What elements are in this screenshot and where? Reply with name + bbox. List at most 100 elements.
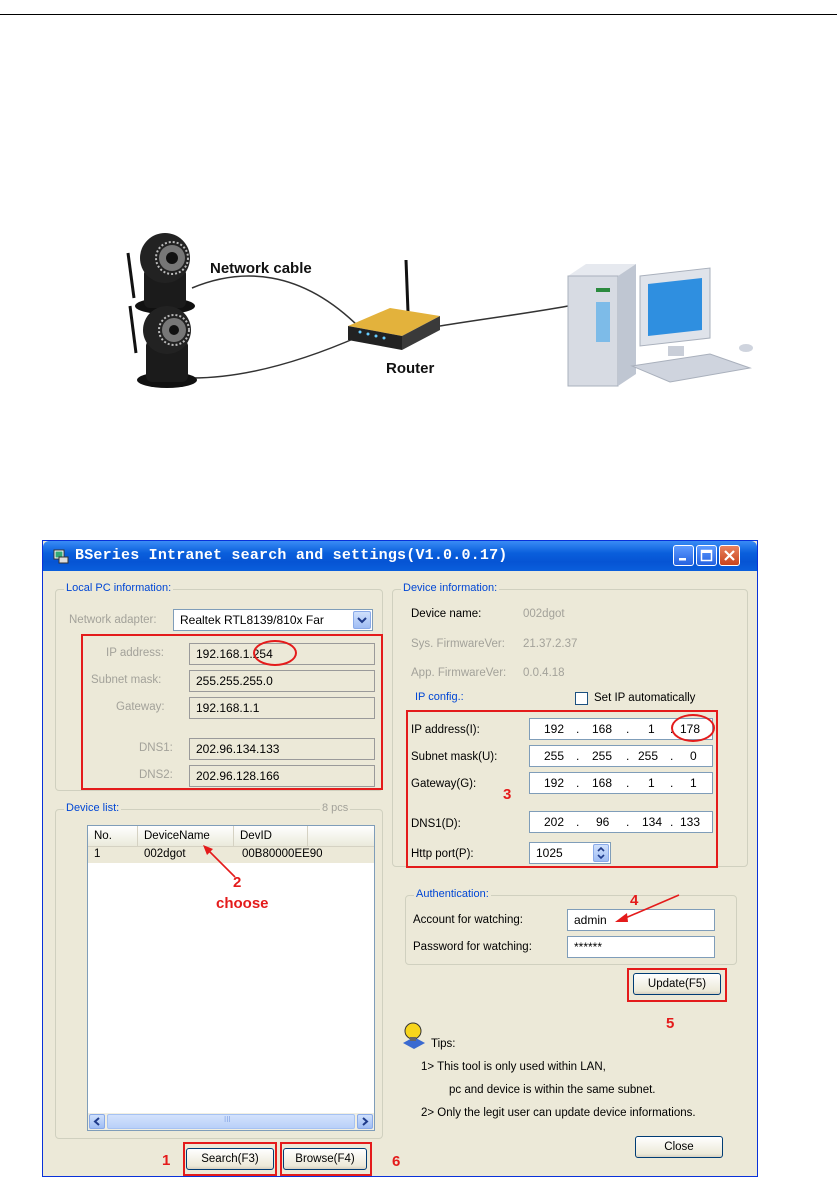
device-list-legend: Device list: [64, 802, 122, 814]
router-icon [348, 259, 440, 350]
http-port-value: 1025 [536, 846, 563, 860]
password-label: Password for watching: [413, 941, 532, 953]
sys-firmware-label: Sys. FirmwareVer: [411, 638, 505, 650]
annotation-1: 1 [162, 1152, 171, 1169]
gateway-input[interactable]: 192. 168. 1. 1 [529, 772, 713, 794]
close-icon [724, 550, 735, 561]
close-window-button[interactable] [719, 545, 740, 566]
network-adapter-value: Realtek RTL8139/810x Far [180, 613, 324, 627]
auth-group: Authentication: [405, 888, 737, 965]
network-adapter-label: Network adapter: [69, 614, 157, 626]
gateway-octet-1: 192 [544, 776, 565, 790]
app-firmware-value: 0.0.4.18 [523, 667, 565, 679]
ip-config-legend: IP config.: [413, 691, 466, 703]
row-device-name: 002dgot [144, 848, 186, 860]
maximize-button[interactable] [696, 545, 717, 566]
column-dev-id[interactable]: DevID [234, 826, 308, 846]
account-arrow [615, 894, 680, 922]
network-diagram-drawing [126, 233, 753, 388]
subnet-mask-label: Subnet mask(U): [411, 751, 498, 763]
column-no[interactable]: No. [88, 826, 138, 846]
device-list-group: Device list: 8 pcs [55, 802, 383, 1139]
http-port-label: Http port(P): [411, 848, 474, 860]
local-pc-legend: Local PC information: [64, 582, 174, 594]
app-icon [53, 549, 69, 564]
desktop-computer-icon [567, 264, 753, 387]
annotation-6: 6 [392, 1153, 401, 1170]
pc-dns1-field: 202.96.134.133 [189, 738, 375, 760]
network-adapter-select[interactable]: Realtek RTL8139/810x Far [173, 609, 373, 631]
port-spinner[interactable] [593, 844, 609, 862]
pc-ip-field: 192.168.1.254 [189, 643, 375, 665]
update-button[interactable]: Update(F5) [633, 973, 721, 995]
chevron-down-icon[interactable] [353, 611, 371, 629]
subnet-mask-input[interactable]: 255. 255. 255. 0 [529, 745, 713, 767]
browse-button[interactable]: Browse(F4) [283, 1148, 367, 1170]
ip-address-label: IP address(I): [411, 724, 480, 736]
annotation-choose: choose [216, 895, 269, 912]
close-button[interactable]: Close [635, 1136, 723, 1158]
gateway-octet-3: 1 [648, 776, 655, 790]
password-input[interactable]: ****** [567, 936, 715, 958]
pc-subnet-field: 255.255.255.0 [189, 670, 375, 692]
device-name-label: Device name: [411, 608, 482, 620]
search-button[interactable]: Search(F3) [186, 1148, 274, 1170]
gateway-label: Gateway(G): [411, 778, 477, 790]
dns1-octet-1: 202 [544, 815, 565, 829]
subnet-octet-1: 255 [544, 749, 565, 763]
device-info-legend: Device information: [401, 582, 500, 594]
dns1-octet-4: 133 [680, 815, 701, 829]
chevron-left-icon [93, 1117, 100, 1126]
window-titlebar[interactable]: BSeries Intranet search and settings(V1.… [43, 541, 757, 571]
set-ip-auto-checkbox[interactable] [575, 692, 588, 705]
window-title: BSeries Intranet search and settings(V1.… [75, 547, 508, 564]
set-ip-auto-label: Set IP automatically [594, 692, 696, 704]
minimize-icon [679, 558, 686, 561]
gateway-octet-4: 1 [690, 776, 697, 790]
scroll-thumb[interactable]: III [107, 1114, 355, 1129]
scroll-left-button[interactable] [89, 1114, 105, 1129]
column-device-name[interactable]: DeviceName [138, 826, 234, 846]
subnet-octet-4: 0 [690, 749, 697, 763]
router-label: Router [386, 360, 435, 377]
gateway-octet-2: 168 [592, 776, 613, 790]
local-pc-group: Local PC information: [55, 582, 383, 791]
row-dev-id: 00B80000EE90 [242, 848, 323, 860]
auth-legend: Authentication: [414, 888, 491, 900]
scroll-right-button[interactable] [357, 1114, 373, 1129]
pc-dns2-field: 202.96.128.166 [189, 765, 375, 787]
ip-octet-4: 178 [680, 722, 701, 736]
annotation-3: 3 [503, 786, 512, 803]
sys-firmware-value: 21.37.2.37 [523, 638, 578, 650]
tips-line-3: 2> Only the legit user can update device… [421, 1107, 696, 1119]
dns1-input[interactable]: 202. 96. 134. 133 [529, 811, 713, 833]
dns1-octet-3: 134 [642, 815, 663, 829]
pc-dns1-label: DNS1: [139, 742, 173, 754]
tips-title: Tips: [431, 1038, 456, 1050]
subnet-octet-3: 255 [638, 749, 659, 763]
table-row[interactable]: 1 002dgot 00B80000EE90 [88, 847, 374, 863]
account-label: Account for watching: [413, 914, 523, 926]
horizontal-scrollbar[interactable]: III [88, 1113, 374, 1130]
maximize-icon [700, 549, 713, 562]
row-no: 1 [94, 848, 101, 860]
device-count: 8 pcs [320, 802, 351, 814]
annotation-2: 2 [233, 874, 242, 891]
dns1-label: DNS1(D): [411, 818, 461, 830]
bseries-window: BSeries Intranet search and settings(V1.… [42, 540, 758, 1177]
minimize-button[interactable] [673, 545, 694, 566]
ip-octet-2: 168 [592, 722, 613, 736]
account-input[interactable]: admin [567, 909, 715, 931]
tips-line-1: 1> This tool is only used within LAN, [421, 1061, 606, 1073]
scroll-grip: III [224, 1115, 231, 1124]
http-port-input[interactable]: 1025 [529, 842, 611, 864]
ip-camera-1-icon [126, 233, 195, 314]
tips-line-2: pc and device is within the same subnet. [449, 1084, 656, 1096]
ip-config-group: IP config.: [405, 691, 737, 871]
annotation-5: 5 [666, 1015, 675, 1032]
pc-dns2-label: DNS2: [139, 769, 173, 781]
ip-address-input[interactable]: 192. 168. 1. 178 [529, 718, 713, 740]
device-list-view[interactable]: No. DeviceName DevID 1 002dgot 00B80000E… [87, 825, 375, 1131]
dns1-octet-2: 96 [596, 815, 610, 829]
pc-ip-label: IP address: [106, 647, 164, 659]
